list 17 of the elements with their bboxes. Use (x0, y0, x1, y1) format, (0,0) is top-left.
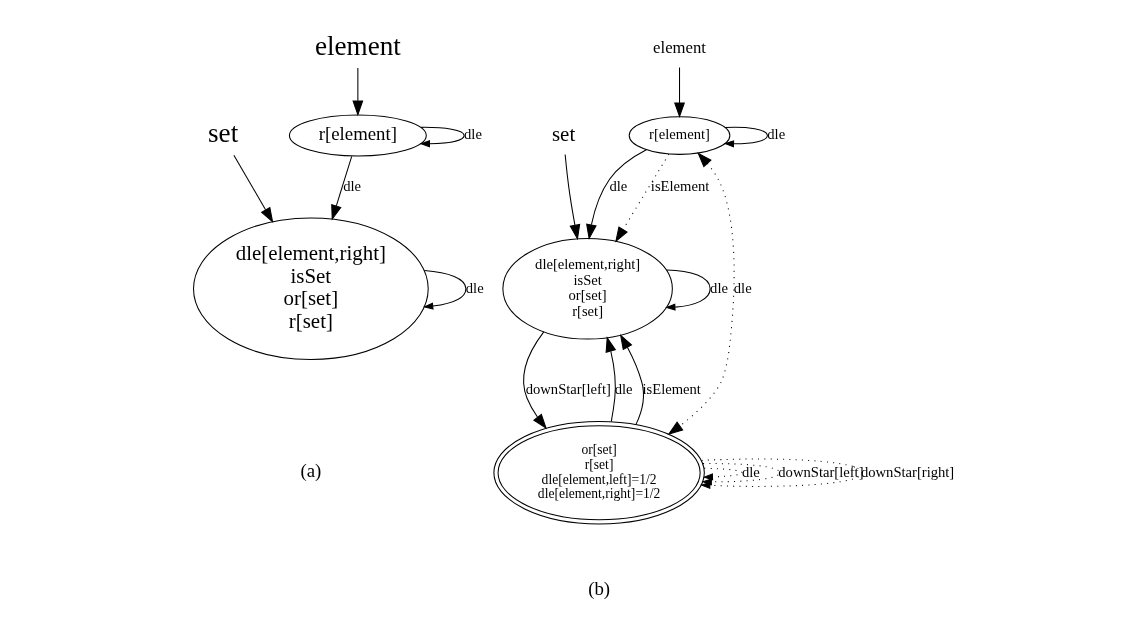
edge-label: dle (733, 279, 752, 296)
edge-label: dle (465, 279, 484, 296)
label: (b) (587, 577, 610, 599)
node-text: element (652, 37, 706, 57)
node-text: element (314, 31, 401, 62)
edge-label: isElement (650, 177, 709, 194)
label: (a) (299, 460, 321, 482)
edge-label: isElement (641, 381, 701, 398)
edge-label: dle (342, 177, 361, 194)
edge-label: dle (741, 463, 760, 480)
node-text: set (207, 118, 238, 149)
edge-label: dle (463, 126, 482, 143)
edge-label: dle (766, 126, 785, 143)
edge-label: dle (609, 177, 627, 194)
node-text: set (551, 121, 575, 146)
edge-label: downStar[left] (525, 381, 611, 398)
edge-label: dle (709, 279, 728, 296)
